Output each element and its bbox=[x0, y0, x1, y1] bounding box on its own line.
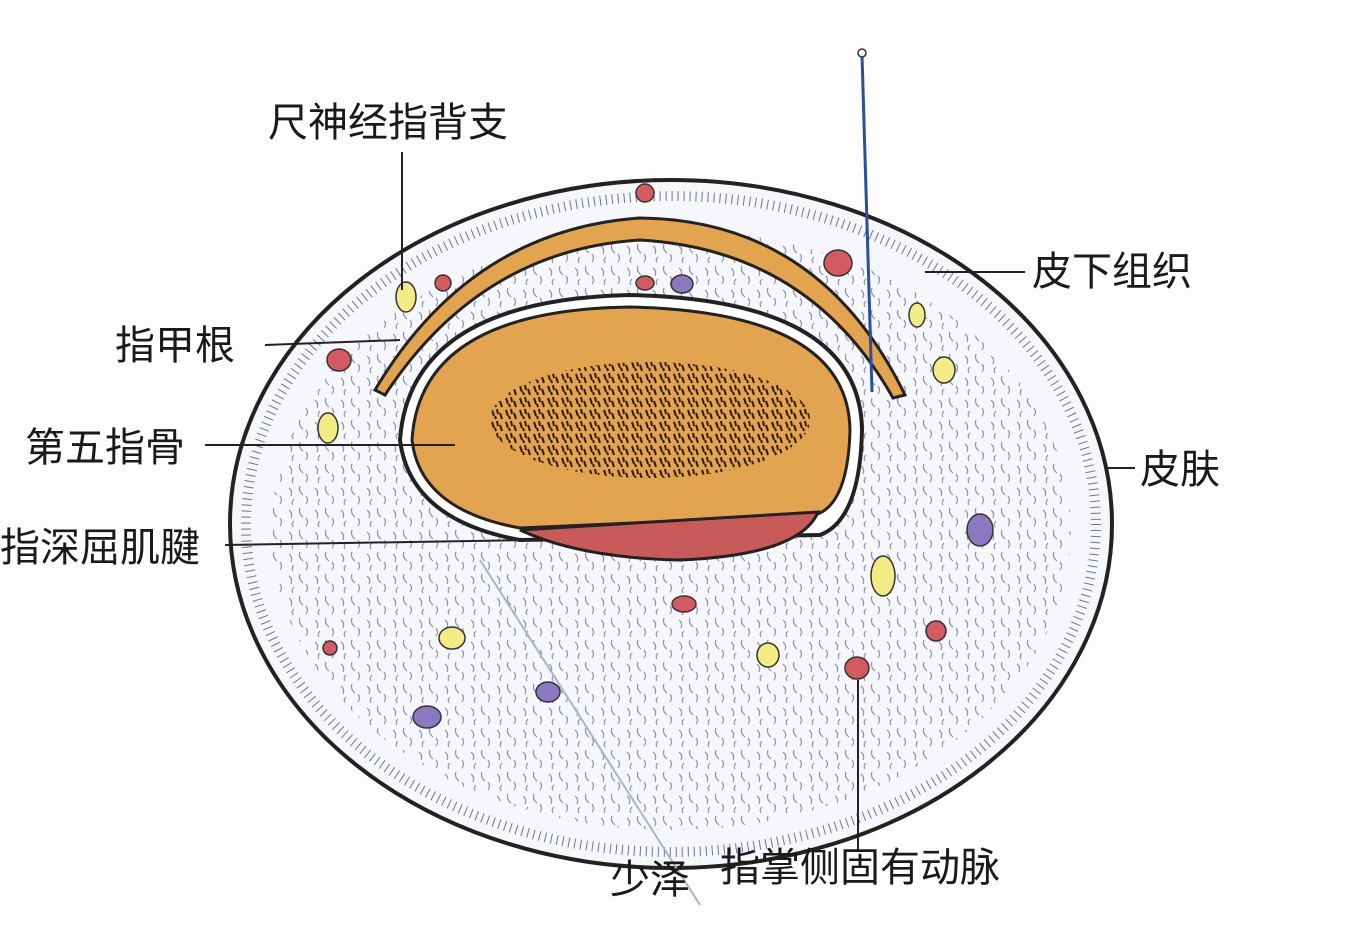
proper-palmar-digital-artery bbox=[844, 656, 870, 680]
nail-root bbox=[372, 216, 908, 400]
acupuncture-needle bbox=[860, 54, 874, 393]
label-fifth-phalanx: 第五指骨 bbox=[25, 425, 185, 471]
label-skin: 皮肤 bbox=[1140, 447, 1220, 493]
needle-handle-icon bbox=[857, 48, 867, 58]
flexor-tendon bbox=[519, 510, 821, 562]
label-palmar-digital-artery: 指掌侧固有动脉 bbox=[720, 845, 1000, 891]
label-nail-root: 指甲根 bbox=[115, 323, 235, 369]
label-subcutaneous-tissue: 皮下组织 bbox=[1032, 249, 1192, 295]
vessels bbox=[317, 183, 994, 729]
bone-marrow-spongy bbox=[490, 362, 810, 478]
label-flexor-tendon: 指深屈肌腱 bbox=[0, 525, 200, 571]
leader-lines bbox=[205, 152, 1135, 850]
label-ulnar-nerve-dorsal-branch: 尺神经指背支 bbox=[268, 100, 508, 146]
shaoze-guide-line bbox=[479, 559, 701, 906]
skin-inner-ring bbox=[241, 191, 1101, 857]
label-shaoze: 少泽 bbox=[610, 857, 690, 903]
